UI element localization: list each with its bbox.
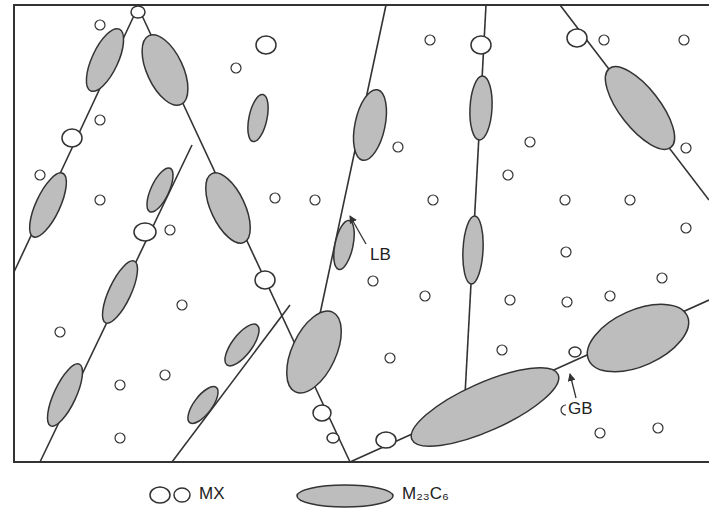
mx-precipitates [35,6,691,448]
m23c6-carbides [22,24,698,462]
leader-arrow [570,374,576,398]
boundary-label: GB [566,400,595,419]
legend-text: M₂₃C₆ [400,485,451,504]
leader-arrow [350,216,366,244]
boundary-label: LB [368,246,393,265]
boundary-lines [14,5,709,462]
legend-text: MX [197,485,227,504]
frame [14,5,709,462]
legend-samples [150,485,393,507]
